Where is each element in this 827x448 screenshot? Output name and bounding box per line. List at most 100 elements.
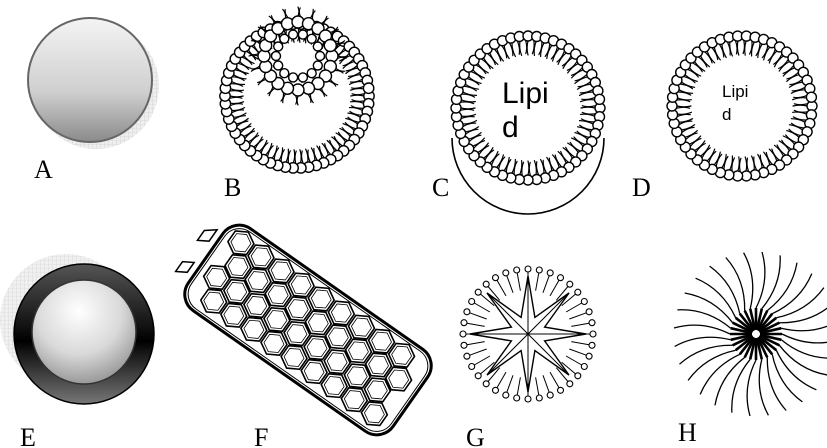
d-lipid-tail [699, 57, 707, 67]
dendrimer-terminal [461, 342, 467, 348]
c-lipid-tail [472, 72, 482, 79]
b-inner2-lipid-head [307, 34, 316, 43]
b-outer-lipid-tail [244, 56, 254, 64]
b-outer-lipid-tail [255, 139, 263, 148]
panel-d-lipid-core-micelle [667, 31, 817, 181]
dendrimer-arm [543, 276, 549, 293]
panel-e-core-shell-nanoparticle [0, 254, 154, 404]
dendrimer-terminal [558, 275, 564, 281]
dendrimer-terminal [483, 381, 489, 387]
c-lipid-tail [563, 148, 572, 159]
dendrimer-terminal [493, 275, 499, 281]
c-lipid-tail [479, 146, 488, 154]
d-lipid-tail [689, 68, 700, 76]
b-outer-lipid-tail [295, 151, 296, 163]
c-lipid-tail [476, 65, 485, 73]
d-lipid-tail [774, 55, 782, 65]
dendrimer-arm [571, 323, 589, 326]
panel-letter-c: C [432, 173, 449, 202]
c-lipid-tail [462, 94, 474, 97]
c-lipid-tail [566, 147, 574, 156]
c-lipid-tail [570, 142, 579, 150]
c-lipid-tail [574, 137, 584, 144]
b-inner2-lipid-head [289, 30, 298, 39]
dendrimer-arm [470, 313, 487, 319]
dendrimer-terminal [581, 299, 587, 305]
d-lipid-tail [783, 136, 794, 144]
b-inner2-lipid-head [298, 73, 307, 82]
d-lipid-tail [695, 141, 705, 151]
dendrimer-arm [467, 323, 485, 326]
c-lipid-tail [558, 53, 566, 65]
panel-c-inner-label-line1: Lipi [502, 77, 549, 110]
dendrimer-terminal [469, 364, 475, 370]
d-lipid-tail [740, 158, 741, 171]
d-lipid-tail [794, 104, 807, 105]
c-lipid-tail [581, 119, 593, 122]
dendrimer-arm [569, 349, 586, 355]
dendrimer-terminal [525, 266, 531, 272]
dendrimer-terminal [547, 270, 553, 276]
b-inner-lipid-tail [296, 96, 297, 104]
c-lipid-tail [484, 148, 493, 159]
dendrimer-terminal [475, 373, 481, 379]
b-inner2-lipid-head [274, 61, 283, 70]
c-lipid-tail [526, 41, 527, 54]
d-lipid-tail [775, 145, 784, 156]
micelle-corona-chain [756, 252, 765, 308]
panel-c-inner-label-line2: d [502, 111, 519, 144]
d-lipid-tail [779, 62, 789, 72]
panel-f-carbon-nanotube [163, 208, 439, 443]
b-inner2-lipid-head [298, 30, 307, 39]
b-outer-lipid-tail [281, 150, 284, 161]
d-lipid-tail [786, 135, 796, 142]
dendrimer-terminal [567, 381, 573, 387]
b-outer-lipid-tail [340, 129, 350, 137]
micelle-corona-chain [685, 293, 733, 323]
panel-h-polymeric-micelle [674, 252, 827, 416]
b-inner2-lipid-head [274, 42, 283, 51]
dendrimer-arm [571, 342, 589, 345]
d-lipid-tail [709, 152, 716, 163]
dendrimer-terminal [547, 392, 553, 398]
dendrimer-terminal [586, 353, 592, 359]
b-outer-lipid-tail [352, 94, 364, 95]
d-lipid-tail [782, 140, 791, 149]
dendrimer-terminal [503, 392, 509, 398]
c-lipid-tail [568, 143, 579, 152]
micelle-corona-chain [680, 345, 733, 364]
dendrimer-terminal [514, 267, 520, 273]
c-lipid-tail [473, 138, 485, 146]
dendrimer-arm [497, 372, 506, 388]
b-outer-lipid-tail [260, 141, 267, 152]
d-lipid-tail [736, 41, 737, 54]
dendrimer-arm [470, 349, 487, 355]
panel-c-lipid-nanoparticle [451, 31, 605, 214]
dendrimer-arm [497, 280, 506, 296]
dendrimer-arm [517, 273, 520, 291]
panel-letter-d: D [632, 173, 651, 202]
c-lipid-tail [539, 42, 542, 54]
d-lipid-tail [769, 51, 777, 63]
b-inner-lipid-tail [250, 54, 258, 55]
dendrimer-terminal [461, 320, 467, 326]
dendrimer-terminal [567, 281, 573, 287]
b-outer-lipid-tail [249, 133, 258, 142]
b-outer-lipid-tail [243, 57, 252, 64]
c-lipid-tail [529, 162, 530, 175]
dendrimer-terminal [575, 289, 581, 295]
micelle-corona-chain [675, 337, 731, 346]
b-outer-lipid-tail [302, 151, 303, 163]
d-lipid-tail [693, 63, 702, 72]
dendrimer-terminal [464, 309, 470, 315]
dendrimer-terminal [514, 395, 520, 401]
c-lipid-tail [558, 152, 566, 164]
dendrimer-arm [517, 377, 520, 395]
c-lipid-head [595, 94, 605, 104]
b-inner2-lipid-head [280, 34, 289, 43]
d-lipid-tail [688, 70, 698, 77]
panel-d-inner-label-line2: d [722, 105, 731, 124]
dendrimer-terminal [493, 387, 499, 393]
b-inner-lipid-tail [299, 8, 300, 16]
b-inner2-lipid-head [313, 42, 322, 51]
